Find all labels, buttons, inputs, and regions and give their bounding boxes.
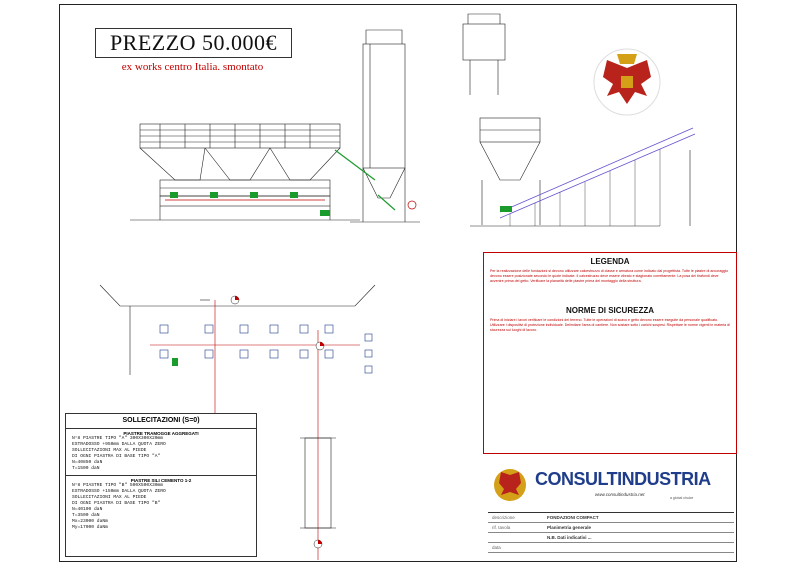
company-brand: CONSULTINDUSTRIA www.consultindustria.ne…	[485, 463, 735, 509]
foundation-plan	[99, 284, 376, 375]
cement-silo-elevation	[350, 29, 420, 223]
safety-title: NORME DI SICUREZZA	[566, 306, 654, 315]
aggregate-hoppers-elevation	[130, 123, 360, 221]
stress-sub2: PIASTRE SILI CEMENTO 1-2	[130, 478, 192, 483]
stress-table: SOLLECITAZIONI (S=0) PIASTRE TRAMOGGE AG…	[65, 413, 257, 557]
company-url: www.consultindustria.net	[595, 492, 645, 497]
safety-text: Prima di iniziare i lavori verificare le…	[490, 318, 730, 332]
company-tagline: a global choice	[670, 496, 694, 500]
legend-panel: LEGENDA Per la realizzazione delle fonda…	[483, 252, 737, 454]
company-name: CONSULTINDUSTRIA	[535, 469, 711, 489]
price-banner: PREZZO 50.000€	[95, 28, 292, 58]
stress-text1: N°8 PIASTRE TIPO "A" 300X300X20mm ESTRAD…	[72, 436, 166, 471]
company-logo-icon	[494, 469, 526, 501]
stress-title: SOLLECITAZIONI (S=0)	[66, 414, 256, 429]
price-subtitle: ex works centro Italia. smontato	[121, 61, 264, 73]
coat-of-arms-emblem	[593, 48, 661, 116]
legend-text: Per la realizzazione delle fondazioni si…	[490, 269, 729, 283]
conveyor-elevation	[462, 13, 691, 227]
green-components	[170, 192, 512, 216]
title-row: data	[488, 543, 734, 553]
stress-sub1: PIASTRE TRAMOGGE AGGREGATI	[123, 431, 199, 436]
benchmark-markers	[230, 295, 325, 549]
price-title: PREZZO 50.000€	[109, 30, 278, 55]
legend-title: LEGENDA	[590, 257, 630, 266]
title-row: N.B. Dati indicativi ...	[488, 533, 734, 543]
conveyor-belt	[499, 127, 696, 219]
stress-text2: N°8 PIASTRE TIPO "B" 500X500X30mm ESTRAD…	[72, 483, 166, 530]
